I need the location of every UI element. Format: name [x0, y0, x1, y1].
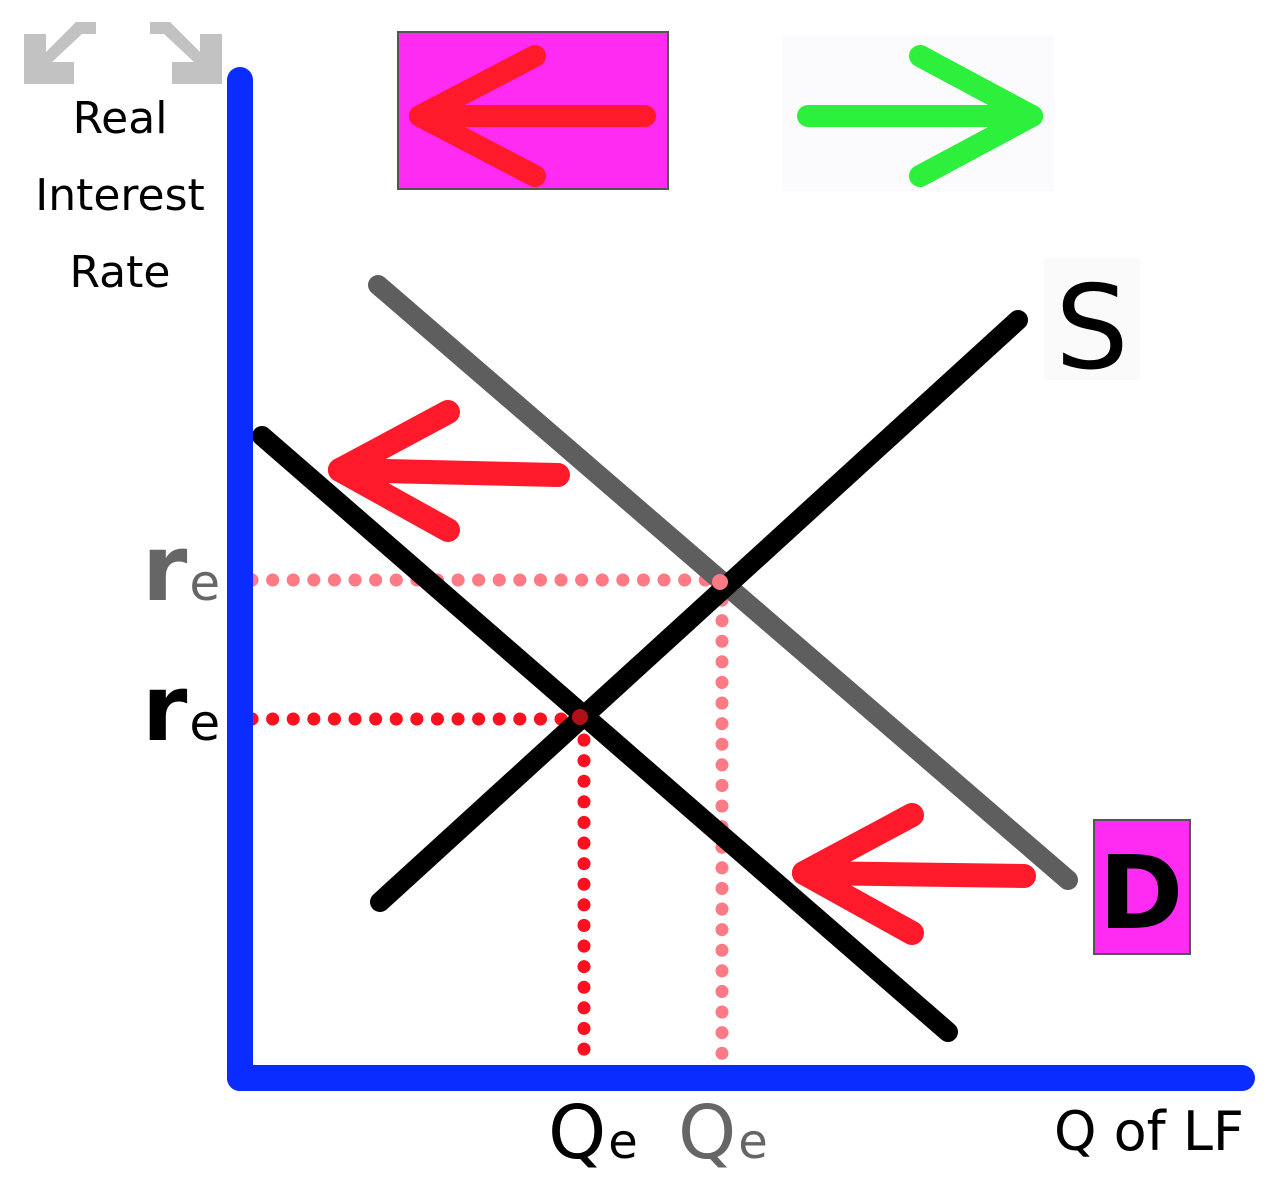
- demand-label: D: [1099, 834, 1184, 953]
- demand-shift-arrow-lower: [792, 803, 1036, 945]
- y-axis-label-line-1: Real: [73, 93, 168, 144]
- increase-arrow-legend: [782, 36, 1054, 191]
- y-axis-label-line-3: Rate: [70, 247, 171, 298]
- new-rate-label: re: [142, 655, 220, 762]
- x-axis-label: Q of LF: [1054, 1100, 1244, 1163]
- right-arrow-icon: [797, 45, 1043, 187]
- shrink-arrow-icon[interactable]: [22, 14, 96, 88]
- expand-arrow-icon[interactable]: [150, 14, 224, 88]
- supply-label: S: [1055, 261, 1129, 396]
- new-demand-curve: [252, 426, 958, 1042]
- y-axis-label-line-2: Interest: [35, 170, 205, 221]
- old-equilibrium-guides: [245, 573, 729, 1075]
- left-arrow-icon: [409, 45, 656, 187]
- demand-shift-arrow-upper: [328, 400, 570, 542]
- new-equilibrium-point: [572, 709, 588, 725]
- new-quantity-label: Qe: [548, 1090, 638, 1176]
- old-quantity-label: Qe: [678, 1090, 768, 1176]
- demand-label-box: [1093, 819, 1191, 955]
- old-rate-label: re: [142, 515, 220, 622]
- decrease-arrow-legend: [397, 31, 669, 190]
- axes: [227, 67, 1255, 1091]
- new-equilibrium-guides: [245, 712, 591, 1059]
- supply-curve: [370, 310, 1028, 912]
- old-equilibrium-point: [712, 574, 728, 590]
